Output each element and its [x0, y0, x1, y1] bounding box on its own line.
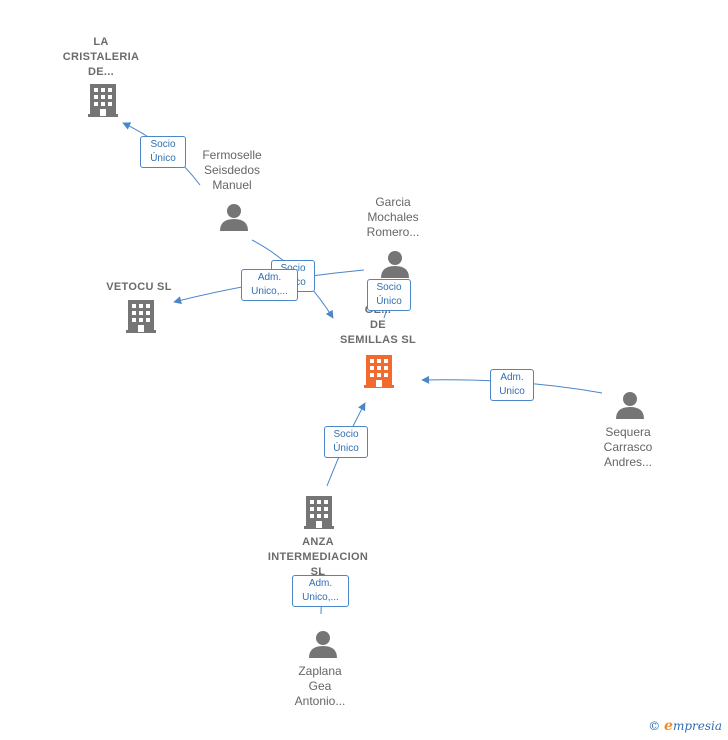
- edge-label-fermoselle-la-cristaleria[interactable]: Socio Único: [140, 136, 186, 168]
- building-icon[interactable]: [304, 496, 334, 529]
- node-label-zaplana[interactable]: Zaplana Gea Antonio...: [294, 664, 346, 708]
- node-label-fermoselle[interactable]: Fermoselle Seisdedos Manuel: [202, 148, 262, 192]
- building-icon[interactable]: [126, 300, 156, 333]
- copyright-notice: © empresia: [648, 718, 722, 734]
- person-icon[interactable]: [220, 204, 248, 231]
- node-label-la-cristaleria[interactable]: LA CRISTALERIA DE...: [62, 36, 140, 78]
- edge-label-sequera-main[interactable]: Adm. Unico: [490, 369, 534, 401]
- node-label-main-company[interactable]: GE... DE SEMILLAS SL: [339, 304, 417, 346]
- main-company-building-icon[interactable]: [364, 355, 394, 388]
- edge-label-zaplana-anza[interactable]: Adm. Unico,...: [292, 575, 349, 607]
- empresia-logo-initial: e: [664, 718, 673, 734]
- node-label-sequera[interactable]: Sequera Carrasco Andres...: [603, 425, 653, 469]
- person-icon[interactable]: [616, 392, 644, 419]
- node-label-anza[interactable]: ANZA INTERMEDIACION SL: [267, 536, 369, 578]
- node-label-vetocu[interactable]: VETOCU SL: [106, 281, 172, 293]
- edge-label-anza-main[interactable]: Socio Único: [324, 426, 368, 458]
- copyright-symbol: ©: [648, 719, 661, 733]
- edge-label-garcia-main[interactable]: Socio Único: [367, 279, 411, 311]
- building-icon[interactable]: [88, 84, 118, 117]
- node-label-garcia[interactable]: Garcia Mochales Romero...: [366, 195, 420, 239]
- person-icon[interactable]: [309, 631, 337, 658]
- edge-label-garcia-vetocu[interactable]: Adm. Unico,...: [241, 269, 298, 301]
- person-icon[interactable]: [381, 251, 409, 278]
- empresia-logo-text[interactable]: mpresia: [672, 719, 722, 733]
